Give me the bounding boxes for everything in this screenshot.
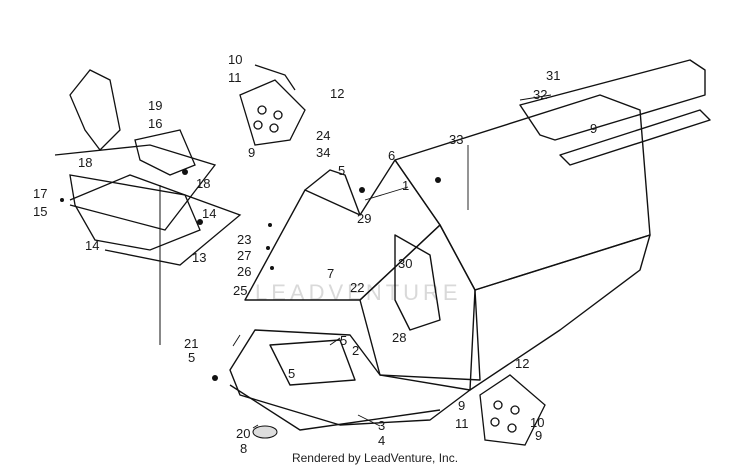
callout-19: 19 xyxy=(148,98,162,113)
bracket-16 xyxy=(69,69,121,151)
callout-1: 1 xyxy=(402,178,409,193)
callout-25: 25 xyxy=(233,283,247,298)
front-frame-inner xyxy=(269,339,356,386)
callout-17: 17 xyxy=(33,186,47,201)
callout-33: 33 xyxy=(449,132,463,147)
callout-14: 14 xyxy=(202,206,216,221)
grommet-20 xyxy=(252,425,278,439)
rear-crossbar xyxy=(519,59,706,141)
callout-30: 30 xyxy=(398,256,412,271)
callout-21: 21 xyxy=(184,336,198,351)
plate-upper xyxy=(239,79,306,146)
callout-5-4: 5 xyxy=(288,366,295,381)
rear-rail xyxy=(559,109,711,166)
bracket-18 xyxy=(134,129,196,176)
callout-2: 2 xyxy=(352,343,359,358)
callout-28: 28 xyxy=(392,330,406,345)
callout-9-4: 9 xyxy=(535,428,542,443)
callout-15: 15 xyxy=(33,204,47,219)
callout-3: 3 xyxy=(378,418,385,433)
callout-8: 8 xyxy=(240,441,247,456)
callout-9-3: 9 xyxy=(458,398,465,413)
callout-16: 16 xyxy=(148,116,162,131)
callout-10-2: 10 xyxy=(530,415,544,430)
callout-32: 32 xyxy=(533,87,547,102)
callout-18: 18 xyxy=(78,155,92,170)
callout-20: 20 xyxy=(236,426,250,441)
callout-34: 34 xyxy=(316,145,330,160)
leader-box-lower xyxy=(69,174,242,266)
running-board xyxy=(469,234,651,391)
callout-31: 31 xyxy=(546,68,560,83)
callout-26: 26 xyxy=(237,264,251,279)
callout-12-2: 12 xyxy=(515,356,529,371)
callout-11: 11 xyxy=(228,70,242,85)
callout-12: 12 xyxy=(330,86,344,101)
steering-support xyxy=(304,169,361,216)
callout-4: 4 xyxy=(378,433,385,448)
callout-18-2: 18 xyxy=(196,176,210,191)
callout-9: 9 xyxy=(248,145,255,160)
front-frame-lower xyxy=(229,329,471,426)
callout-24: 24 xyxy=(316,128,330,143)
tunnel-side xyxy=(359,224,481,381)
callout-9-2: 9 xyxy=(590,121,597,136)
callout-13: 13 xyxy=(192,250,206,265)
footer-credit: Rendered by LeadVenture, Inc. xyxy=(291,451,459,465)
callout-14-2: 14 xyxy=(85,238,99,253)
leader-box-upper xyxy=(54,144,217,231)
watermark: LEADVENTURE xyxy=(255,280,462,305)
callout-5: 5 xyxy=(338,163,345,178)
callout-27: 27 xyxy=(237,248,251,263)
plate-lower xyxy=(479,374,546,446)
callout-5-3: 5 xyxy=(188,350,195,365)
tunnel-deck xyxy=(394,94,651,291)
callout-23: 23 xyxy=(237,232,251,247)
hoop xyxy=(394,234,441,331)
callout-7: 7 xyxy=(327,266,334,281)
bumper-bar xyxy=(229,384,441,431)
callout-5-2: 5 xyxy=(340,333,347,348)
bulkhead xyxy=(244,159,441,301)
callout-29: 29 xyxy=(357,211,371,226)
callout-10: 10 xyxy=(228,52,242,67)
callout-22: 22 xyxy=(350,280,364,295)
callout-6: 6 xyxy=(388,148,395,163)
callout-11-2: 11 xyxy=(455,416,469,431)
